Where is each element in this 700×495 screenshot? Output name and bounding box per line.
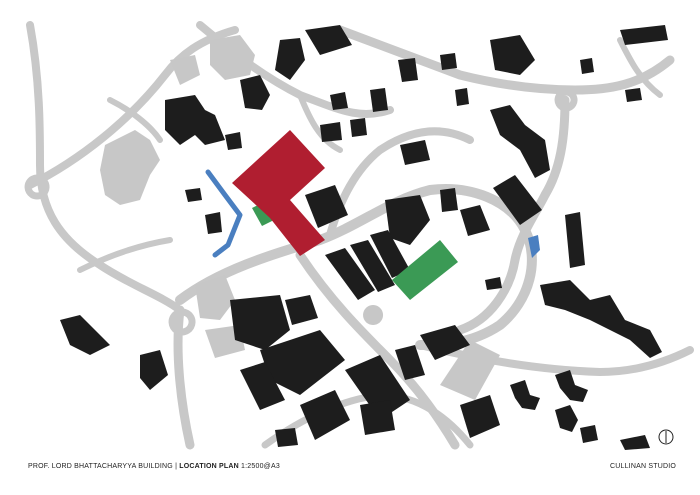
building-east-2 xyxy=(440,188,458,212)
context-building-south-west xyxy=(195,275,235,320)
road-top-main xyxy=(335,25,675,95)
building-north-11 xyxy=(455,88,469,106)
building-north-9 xyxy=(350,118,367,137)
building-east-cross-2 xyxy=(555,370,588,402)
building-north-7 xyxy=(440,53,457,70)
context-building-north-strip xyxy=(170,55,200,85)
roundabout-west xyxy=(24,174,50,200)
building-east-1 xyxy=(493,175,542,225)
road-south-diagonal xyxy=(295,250,460,450)
building-south-3 xyxy=(260,330,345,395)
building-south-9 xyxy=(460,395,500,438)
building-central-2 xyxy=(385,195,430,245)
context-buildings xyxy=(100,35,500,400)
road-northwest-spur xyxy=(107,97,163,143)
green-park-central xyxy=(392,240,458,300)
context-building-round xyxy=(363,305,384,325)
context-building-car-park-west xyxy=(100,130,160,205)
building-north-2 xyxy=(305,25,352,55)
building-south-6 xyxy=(345,355,410,420)
road-top-right-spur xyxy=(617,37,663,98)
building-south-5 xyxy=(300,390,350,440)
building-ne-5 xyxy=(625,88,642,102)
pond-east xyxy=(528,235,540,258)
plan-scale: 1:2500@A3 xyxy=(238,463,280,470)
road-central-arc xyxy=(175,184,537,350)
building-south-2 xyxy=(285,295,318,325)
building-central-6 xyxy=(370,230,410,278)
road-west-spur xyxy=(77,237,173,273)
building-south-4 xyxy=(240,362,285,410)
project-title: PROF. LORD BHATTACHARYYA BUILDING xyxy=(28,463,173,470)
building-south-1 xyxy=(230,295,290,350)
context-building-north-west xyxy=(210,35,255,80)
building-north-3 xyxy=(240,75,270,110)
sheet-title-block: PROF. LORD BHATTACHARYYA BUILDING | LOCA… xyxy=(28,463,280,470)
road-north-west xyxy=(26,26,239,189)
building-ne-3 xyxy=(620,25,668,45)
building-east-cross-1 xyxy=(510,380,540,410)
north-arrow-icon xyxy=(658,429,674,445)
building-central-3 xyxy=(460,205,490,236)
building-north-5 xyxy=(370,88,388,112)
building-ne-2 xyxy=(490,105,550,178)
building-north-1 xyxy=(275,38,305,80)
building-north-4 xyxy=(330,92,348,110)
building-nw-small xyxy=(225,132,242,150)
building-east-vertical xyxy=(565,212,585,268)
building-ne-4 xyxy=(580,58,594,74)
existing-buildings xyxy=(60,25,668,450)
building-east-cross-3 xyxy=(555,405,578,432)
building-central-5 xyxy=(350,240,395,292)
building-east-slim xyxy=(540,280,662,358)
building-south-8 xyxy=(420,325,470,360)
building-north-6 xyxy=(398,58,418,82)
road-north-central xyxy=(297,92,343,153)
building-north-10 xyxy=(400,140,430,165)
building-west-small xyxy=(185,188,202,202)
building-nw-cross xyxy=(165,95,225,145)
site-building-prof-lord-bhattacharyya xyxy=(232,130,325,256)
building-sw-1 xyxy=(60,315,110,355)
road-south-west xyxy=(173,305,195,450)
building-east-far xyxy=(620,435,650,450)
studio-name: CULLINAN STUDIO xyxy=(609,463,676,470)
building-north-8 xyxy=(320,122,342,142)
roundabout-south xyxy=(168,308,196,336)
building-central-1 xyxy=(305,185,348,228)
building-south-10 xyxy=(360,400,395,435)
building-central-4 xyxy=(325,248,375,300)
building-east-small-2 xyxy=(485,277,502,290)
building-south-11 xyxy=(275,428,298,447)
building-west-tall xyxy=(205,212,222,234)
canal-path-west xyxy=(205,169,243,258)
context-building-east-long xyxy=(440,340,500,400)
road-west-curve xyxy=(26,21,184,314)
title-separator: | xyxy=(172,463,180,470)
building-east-small xyxy=(580,425,598,443)
building-south-7 xyxy=(395,345,425,380)
building-sw-2 xyxy=(140,350,168,390)
building-ne-1 xyxy=(490,35,535,75)
plan-label: LOCATION PLAN xyxy=(179,463,239,470)
